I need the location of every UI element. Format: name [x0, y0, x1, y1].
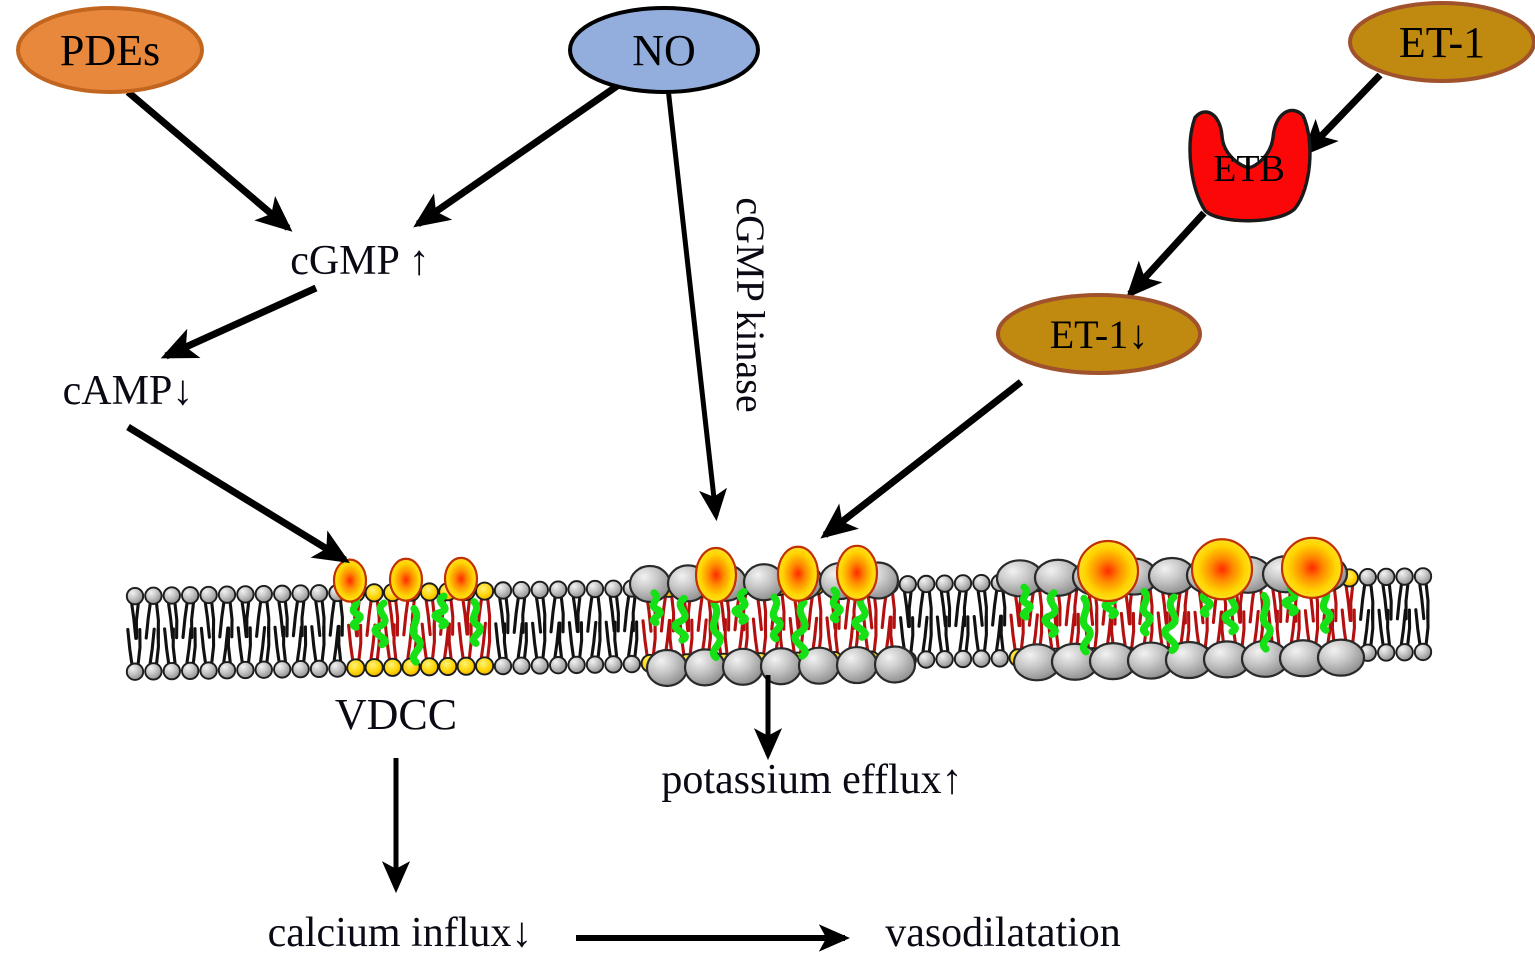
node-label-no: NO — [632, 26, 696, 75]
label-potassium-efflux: potassium efflux↑ — [661, 757, 962, 803]
phospholipid-bilayer — [125, 536, 1433, 688]
arrow-no-to-cgmp — [413, 81, 622, 228]
node-label-et1-top: ET-1 — [1399, 18, 1485, 67]
arrow-camp-to-membrane — [126, 424, 350, 564]
node-no[interactable]: NO — [568, 6, 760, 94]
label-calcium-influx: calcium influx↓ — [268, 910, 533, 956]
label-vdcc: VDCC — [335, 690, 457, 739]
node-pdes[interactable]: PDEs — [16, 6, 204, 94]
arrow-pdes-to-cgmp — [125, 89, 293, 232]
label-vasodilatation: vasodilatation — [885, 910, 1121, 956]
arrow-et1-to-etb — [1301, 72, 1383, 157]
node-etb[interactable]: ETB — [1188, 108, 1312, 223]
node-label-pdes: PDEs — [60, 26, 160, 75]
pathway-arrows — [125, 72, 1383, 952]
node-et1-top[interactable]: ET-1 — [1348, 1, 1535, 83]
label-camp: cAMP↓ — [63, 368, 194, 414]
label-cgmp-kinase: cGMP kinase — [728, 197, 773, 412]
label-cgmp: cGMP ↑ — [290, 238, 430, 284]
node-label-etb: ETB — [1213, 148, 1285, 190]
arrow-cgmp-to-camp — [160, 284, 318, 360]
node-et1-down[interactable]: ET-1↓ — [996, 293, 1202, 375]
arrow-etb-to-et1down — [1126, 210, 1207, 299]
node-label-et1-down: ET-1↓ — [1050, 312, 1149, 357]
arrow-no-to-membrane — [665, 87, 727, 522]
arrow-et1down-to-membrane — [820, 379, 1024, 539]
